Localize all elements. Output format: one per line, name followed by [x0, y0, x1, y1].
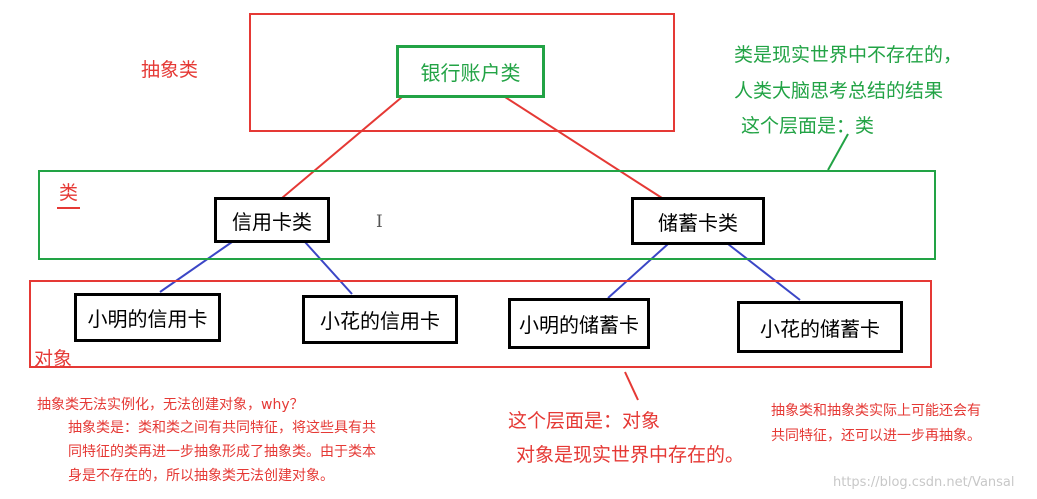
- note-object-line2: 对象是现实世界中存在的。: [516, 444, 745, 466]
- node-xiaohua-savings-card: 小花的储蓄卡: [737, 301, 903, 353]
- node-bank-account-class: 银行账户类: [396, 45, 545, 98]
- object-layer: [29, 280, 932, 368]
- node-savings-card-class: 储蓄卡类: [631, 197, 765, 245]
- text-cursor-icon: I: [376, 212, 383, 232]
- node-xiaoming-savings-card: 小明的储蓄卡: [508, 298, 650, 349]
- note-abstract-line1: 抽象类无法实例化，无法创建对象，why？: [37, 397, 304, 413]
- note-class-line2: 人类大脑思考总结的结果: [734, 80, 944, 102]
- note-class-line1: 类是现实世界中不存在的，: [734, 44, 963, 66]
- connector-bank-to-savings: [504, 96, 663, 199]
- connector-savings-to-xiaoming: [607, 243, 669, 299]
- note-abstract-line3: 同特征的类再进一步抽象形成了抽象类。由于类本: [68, 444, 376, 460]
- connector-credit-to-xiaoming: [159, 241, 233, 293]
- label-class: 类: [57, 178, 81, 209]
- note-abstract-line2: 抽象类是：类和类之间有共同特征，将这些具有共: [68, 420, 376, 436]
- node-xiaohua-credit-card: 小花的信用卡: [302, 295, 458, 344]
- connector-savings-to-xiaohua: [727, 243, 801, 301]
- note-further-abstract-line2: 共同特征，还可以进一步再抽象。: [771, 428, 981, 444]
- node-credit-card-class: 信用卡类: [214, 197, 330, 243]
- connector-credit-to-xiaohua: [304, 241, 353, 295]
- pointer-red-note: [624, 371, 639, 401]
- node-xiaoming-credit-card: 小明的信用卡: [74, 293, 221, 342]
- pointer-green-note: [827, 133, 849, 171]
- note-object-line1: 这个层面是：对象: [508, 410, 661, 432]
- watermark: https://blog.csdn.net/Vansal: [833, 475, 1015, 490]
- label-object: 对象: [34, 348, 73, 370]
- class-layer: [38, 170, 936, 260]
- note-abstract-line4: 身是不存在的，所以抽象类无法创建对象。: [68, 468, 334, 484]
- abstract-class-layer: [249, 13, 675, 132]
- label-abstract-class: 抽象类: [141, 59, 199, 81]
- connector-bank-to-credit: [281, 96, 403, 199]
- note-further-abstract-line1: 抽象类和抽象类实际上可能还会有: [771, 403, 981, 419]
- note-class-line3: 这个层面是：类: [741, 115, 875, 137]
